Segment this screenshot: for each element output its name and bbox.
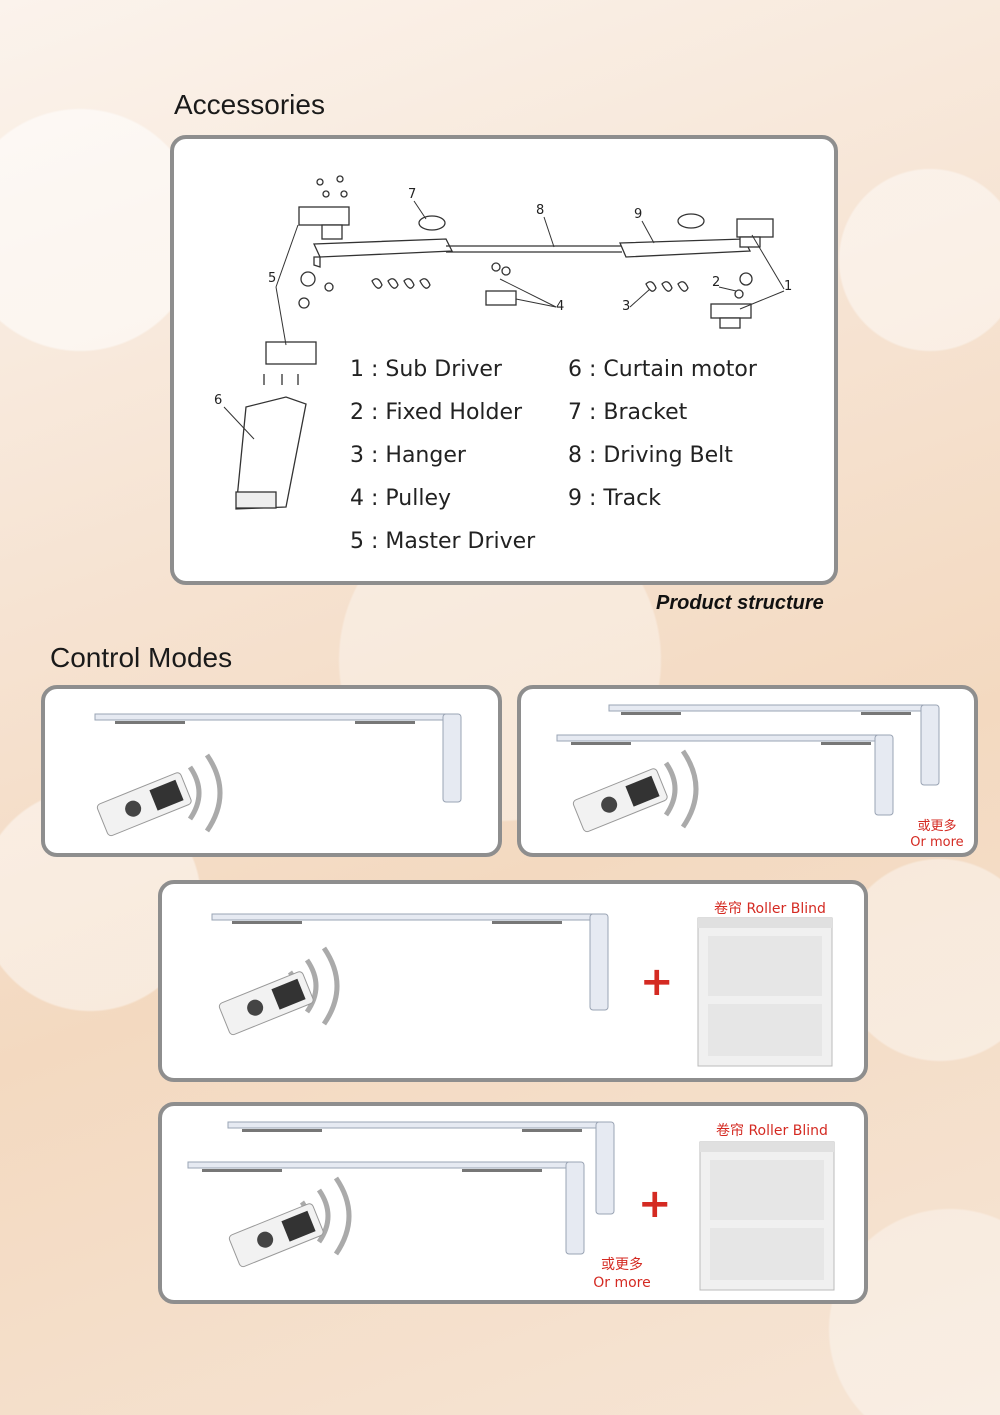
legend-item-6: 6 : Curtain motor bbox=[568, 357, 757, 382]
track-blind-illustration bbox=[211, 913, 833, 1067]
legend-item-8: 8 : Driving Belt bbox=[568, 443, 733, 468]
or-more-label-2: 或更多 Or more bbox=[593, 1257, 651, 1291]
callout-4: 4 bbox=[556, 299, 565, 314]
accessories-title: Accessories bbox=[174, 89, 325, 120]
legend-item-1: 1 : Sub Driver bbox=[350, 357, 502, 382]
legend-item-2: 2 : Fixed Holder bbox=[350, 400, 523, 425]
product-structure-panel: 7 8 9 5 2 1 3 4 6 1 : Sub Driver 2 : Fix… bbox=[170, 135, 838, 585]
double-track-illustration bbox=[556, 704, 940, 833]
legend-item-5: 5 : Master Driver bbox=[350, 529, 536, 554]
legend-item-9: 9 : Track bbox=[568, 486, 661, 511]
legend-item-4: 4 : Pulley bbox=[350, 486, 451, 511]
control-modes-title: Control Modes bbox=[50, 642, 233, 673]
roller-blind-label-2: 卷帘 Roller Blind bbox=[716, 1123, 828, 1139]
plus-sign: + bbox=[640, 959, 674, 1005]
callout-9: 9 bbox=[634, 207, 643, 222]
callout-3: 3 bbox=[622, 299, 631, 314]
or-more-label: 或更多 Or more bbox=[910, 819, 964, 850]
callout-7: 7 bbox=[408, 187, 417, 202]
double-track-blind-illustration bbox=[187, 1121, 835, 1291]
exploded-diagram bbox=[223, 175, 785, 510]
roller-blind-label: 卷帘 Roller Blind bbox=[714, 901, 826, 917]
mode-single-track-panel bbox=[41, 685, 502, 857]
product-structure-caption: Product structure bbox=[656, 592, 824, 614]
callout-6: 6 bbox=[214, 393, 223, 408]
mode-double-track-plus-blind-panel: + 卷帘 Roller Blind 或更多 Or more bbox=[158, 1102, 868, 1304]
callout-5: 5 bbox=[268, 271, 277, 286]
single-track-illustration bbox=[94, 713, 462, 837]
plus-sign-2: + bbox=[638, 1181, 672, 1227]
callout-1: 1 bbox=[784, 279, 793, 294]
legend-item-3: 3 : Hanger bbox=[350, 443, 466, 468]
callout-8: 8 bbox=[536, 203, 545, 218]
legend-item-7: 7 : Bracket bbox=[568, 400, 688, 425]
mode-double-track-panel: 或更多 Or more bbox=[517, 685, 978, 857]
callout-2: 2 bbox=[712, 275, 721, 290]
mode-track-plus-blind-panel: + 卷帘 Roller Blind bbox=[158, 880, 868, 1082]
